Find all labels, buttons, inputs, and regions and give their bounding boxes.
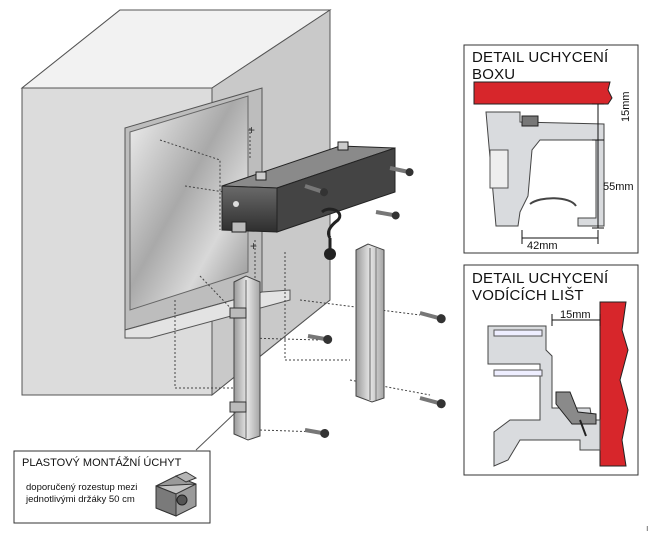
box-screws [304, 166, 414, 220]
bracket-note-title: PLASTOVÝ MONTÁŽNÍ ÚCHYT [22, 457, 182, 469]
dim-box-55mm: 55mm [603, 181, 634, 193]
bracket-note-text-line1: doporučený rozestup mezi [26, 482, 138, 493]
detail-rails-title-line2: VODÍCÍCH LIŠT [472, 287, 584, 304]
guide-rail-left [229, 275, 261, 441]
dim-box-42mm: 42mm [527, 240, 558, 252]
detail-rails-title: DETAIL UCHYCENÍ VODÍCÍCH LIŠT [472, 270, 608, 304]
detail-box-title: DETAIL UCHYCENÍ BOXU [472, 49, 608, 83]
svg-text:+: + [250, 239, 257, 253]
roller-box [221, 141, 396, 233]
detail-rails-drawing [487, 301, 629, 467]
svg-text:+: + [248, 123, 255, 137]
bracket-note-text-line2: jednotlivými držáky 50 cm [26, 494, 135, 505]
bracket-leader [195, 411, 237, 451]
dim-box-15mm: 15mm [620, 91, 632, 122]
detail-box-title-line1: DETAIL UCHYCENÍ [472, 49, 609, 66]
guide-rail-right [355, 243, 385, 403]
bracket-note-text: doporučený rozestup mezi jednotlivými dr… [26, 482, 137, 506]
window-opening [124, 87, 291, 339]
detail-rails-title-line1: DETAIL UCHYCENÍ [472, 270, 609, 287]
bracket-icon [155, 471, 198, 517]
dim-rails-15mm: 15mm [560, 309, 591, 321]
rail-screws [304, 311, 446, 438]
corner-mark: ı [646, 523, 649, 533]
crank-knob [324, 248, 336, 260]
detail-box-drawing [473, 81, 613, 244]
detail-box-title-line2: BOXU [472, 66, 516, 83]
